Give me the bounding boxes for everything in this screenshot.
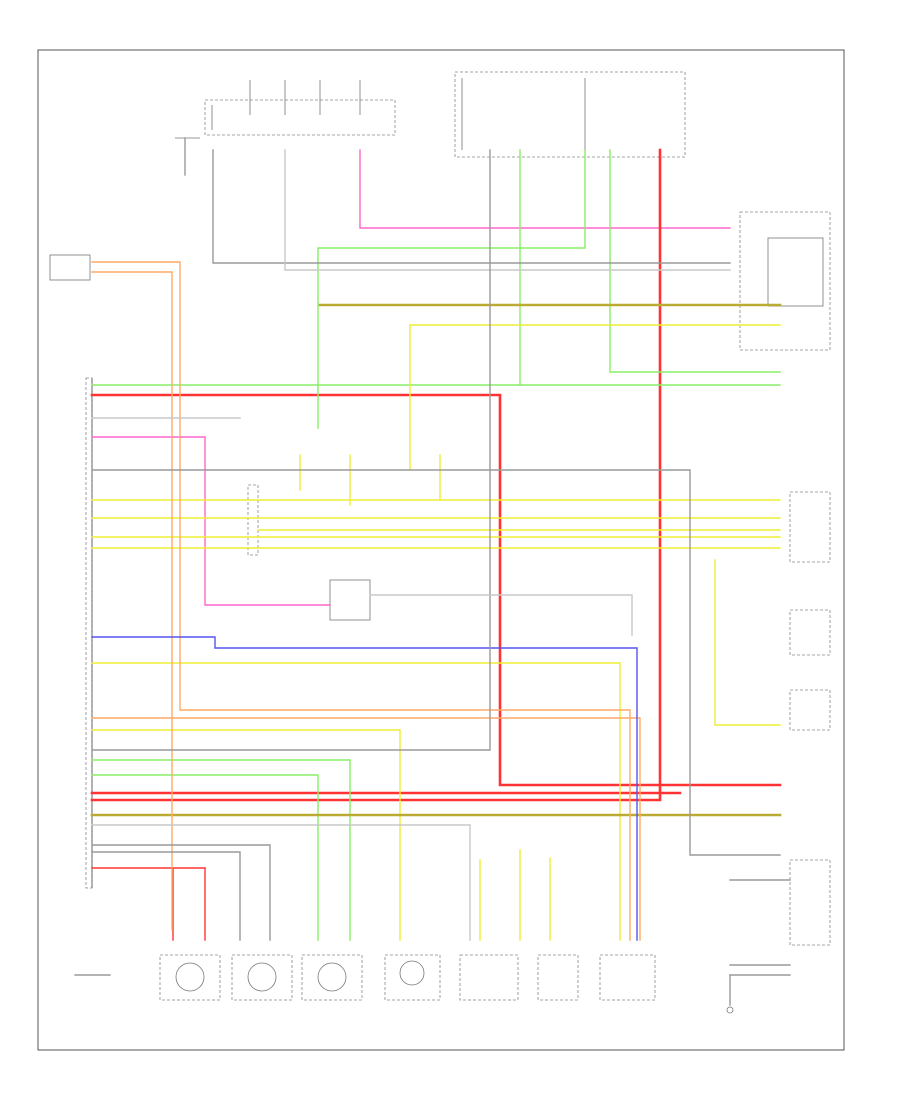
top-right-fuse-box (454, 71, 686, 158)
left-connector (49, 254, 91, 281)
top-fuse-box (204, 80, 396, 136)
bottom-speaker-2 (231, 954, 293, 1001)
bottom-ground-right (726, 1006, 734, 1014)
right-connector-3 (789, 689, 831, 731)
bottom-module-5 (459, 954, 519, 1001)
bottom-speaker-3 (301, 954, 363, 1001)
instrument-cluster (739, 211, 831, 351)
diagram-frame (37, 49, 845, 1051)
right-connector-4 (789, 859, 831, 946)
bottom-speaker-4 (384, 954, 441, 1001)
right-connector-1 (789, 491, 831, 563)
central-relay (247, 484, 371, 621)
bottom-speaker-1 (159, 954, 221, 1001)
right-connector-2 (789, 609, 831, 656)
main-harness-connector (85, 377, 93, 889)
bottom-module-6 (537, 954, 579, 1001)
top-left-module (175, 137, 200, 176)
bottom-module-7 (599, 954, 656, 1001)
